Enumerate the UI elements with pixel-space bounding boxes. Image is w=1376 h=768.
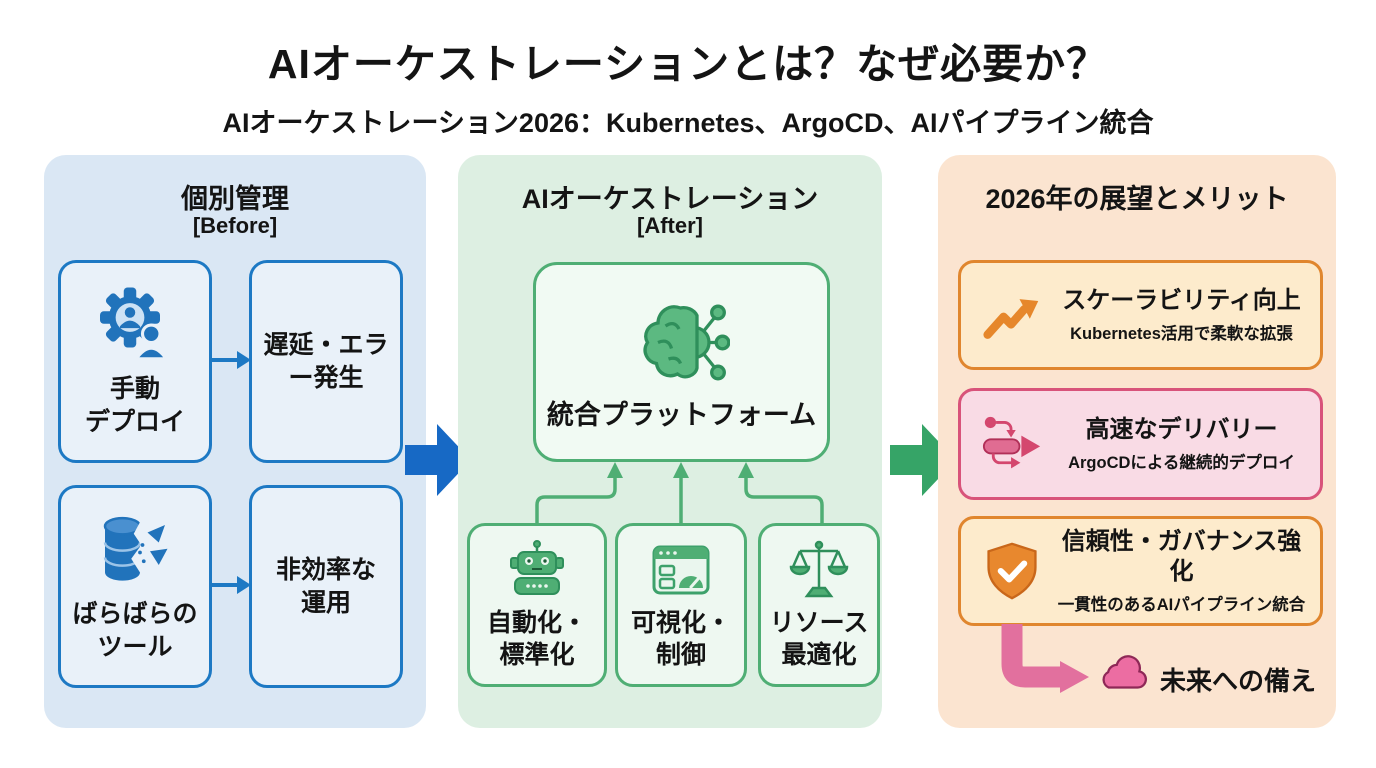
before-tag: [Before] <box>192 213 278 238</box>
delivery-subtitle: ArgoCDによる継続的デプロイ <box>1068 454 1295 472</box>
before-header: 個別管理 <box>181 184 289 214</box>
platform-label: 統合プラットフォーム <box>546 399 817 430</box>
broken-database-icon <box>95 510 175 590</box>
outlook-header: 2026年の展望とメリット <box>985 184 1289 214</box>
future-arrow-icon <box>985 620 1105 700</box>
robot-icon <box>505 539 569 599</box>
scattered-tools-box: ばらばらの ツール <box>58 485 212 688</box>
dashboard-icon <box>649 539 713 599</box>
before-to-after-arrow-icon <box>405 424 471 496</box>
delivery-title: 高速なデリバリー <box>1085 416 1278 443</box>
after-header: AIオーケストレーション <box>521 184 819 214</box>
automation-label: 自動化・ 標準化 <box>486 608 587 670</box>
visibility-box: 可視化・ 制御 <box>615 523 747 687</box>
cloud-icon <box>1095 652 1153 694</box>
trend-up-icon <box>973 285 1051 345</box>
manual-deploy-label: 手動 デプロイ <box>84 375 185 436</box>
delivery-box: 高速なデリバリー ArgoCDによる継続的デプロイ <box>958 388 1323 500</box>
before-row2-arrow-icon <box>211 574 251 596</box>
visibility-label: 可視化・ 制御 <box>630 608 731 670</box>
after-tag: [After] <box>637 213 703 238</box>
governance-box: 信頼性・ガバナンス強化 一貫性のあるAIパイプライン統合 <box>958 516 1323 626</box>
automation-box: 自動化・ 標準化 <box>467 523 607 687</box>
after-to-outlook-arrow-icon <box>890 424 956 496</box>
scalability-box: スケーラビリティ向上 Kubernetes活用で柔軟な拡張 <box>958 260 1323 370</box>
scalability-subtitle: Kubernetes活用で柔軟な拡張 <box>1070 325 1293 343</box>
shield-check-icon <box>973 540 1051 602</box>
future-label: 未来への備え <box>1160 666 1317 696</box>
pipeline-icon <box>973 413 1051 475</box>
scalability-title: スケーラビリティ向上 <box>1062 287 1301 314</box>
inefficient-ops-label: 非効率な 運用 <box>275 556 376 617</box>
gear-users-icon <box>95 285 175 365</box>
governance-subtitle: 一貫性のあるAIパイプライン統合 <box>1057 596 1306 614</box>
delay-error-box: 遅延・エラ ー発生 <box>249 260 403 463</box>
resource-box: リソース 最適化 <box>758 523 880 687</box>
resource-label: リソース 最適化 <box>769 608 869 670</box>
inefficient-ops-box: 非効率な 運用 <box>249 485 403 688</box>
delay-error-label: 遅延・エラ ー発生 <box>263 331 389 392</box>
scales-icon <box>787 539 851 599</box>
platform-box: 統合プラットフォーム <box>533 262 830 462</box>
manual-deploy-box: 手動 デプロイ <box>58 260 212 463</box>
after-connector-arrows <box>455 455 885 535</box>
page-title: AIオーケストレーションとは？なぜ必要か？ <box>267 41 1109 87</box>
before-row1-arrow-icon <box>211 349 251 371</box>
governance-title: 信頼性・ガバナンス強化 <box>1061 528 1302 585</box>
brain-network-icon <box>634 293 730 389</box>
scattered-tools-label: ばらばらの ツール <box>72 600 198 661</box>
page-subtitle: AIオーケストレーション2026：Kubernetes、ArgoCD、AIパイプ… <box>222 108 1154 138</box>
